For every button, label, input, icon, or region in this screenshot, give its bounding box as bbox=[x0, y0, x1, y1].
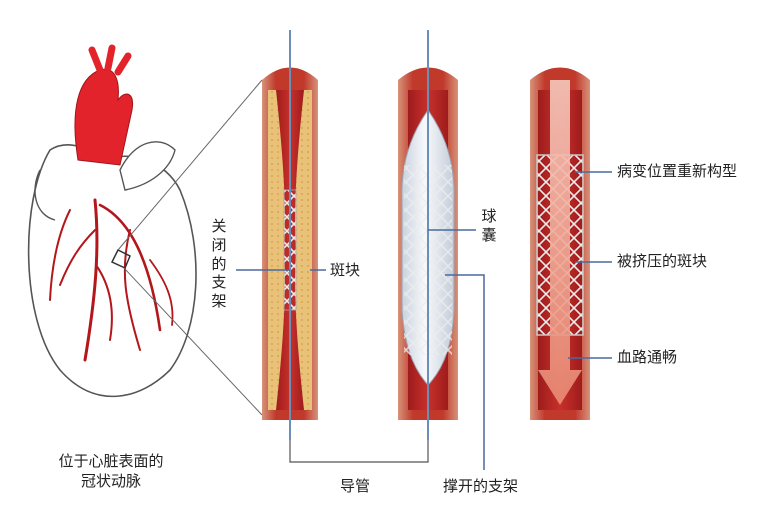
pointer-lines bbox=[236, 171, 612, 470]
caption-coronary-line1: 位于心脏表面的 bbox=[58, 452, 164, 470]
label-catheter: 导管 bbox=[340, 477, 371, 495]
label-squeezed-plaque: 被挤压的斑块 bbox=[617, 252, 708, 270]
label-plaque: 斑块 bbox=[330, 261, 361, 279]
zoom-line-bottom bbox=[123, 267, 263, 416]
pulmonary-trunk bbox=[119, 141, 176, 191]
label-blood-flow: 血路通畅 bbox=[617, 348, 678, 366]
label-open-stent: 撑开的支架 bbox=[443, 477, 519, 495]
coronary-arteries bbox=[49, 198, 174, 362]
right-atrium bbox=[34, 169, 56, 221]
heart-body bbox=[27, 144, 197, 398]
artery-balloon bbox=[398, 30, 458, 440]
blood-flow-arrow bbox=[538, 80, 582, 405]
label-remodeling: 病变位置重新构型 bbox=[617, 162, 738, 180]
pointer-open-stent bbox=[445, 274, 485, 470]
caption-coronary-line2: 冠状动脉 bbox=[80, 472, 141, 490]
zoom-line-top bbox=[117, 79, 263, 251]
aorta-branches bbox=[88, 44, 132, 76]
heart-illustration bbox=[27, 44, 263, 416]
label-balloon: 球囊 bbox=[481, 207, 497, 244]
aortic-arch bbox=[74, 68, 134, 166]
artery-open-stent bbox=[530, 67, 590, 420]
catheter-bracket bbox=[289, 440, 429, 463]
artery-closed-stent bbox=[262, 30, 318, 440]
label-closed-stent: 关闭的支架 bbox=[211, 217, 227, 310]
